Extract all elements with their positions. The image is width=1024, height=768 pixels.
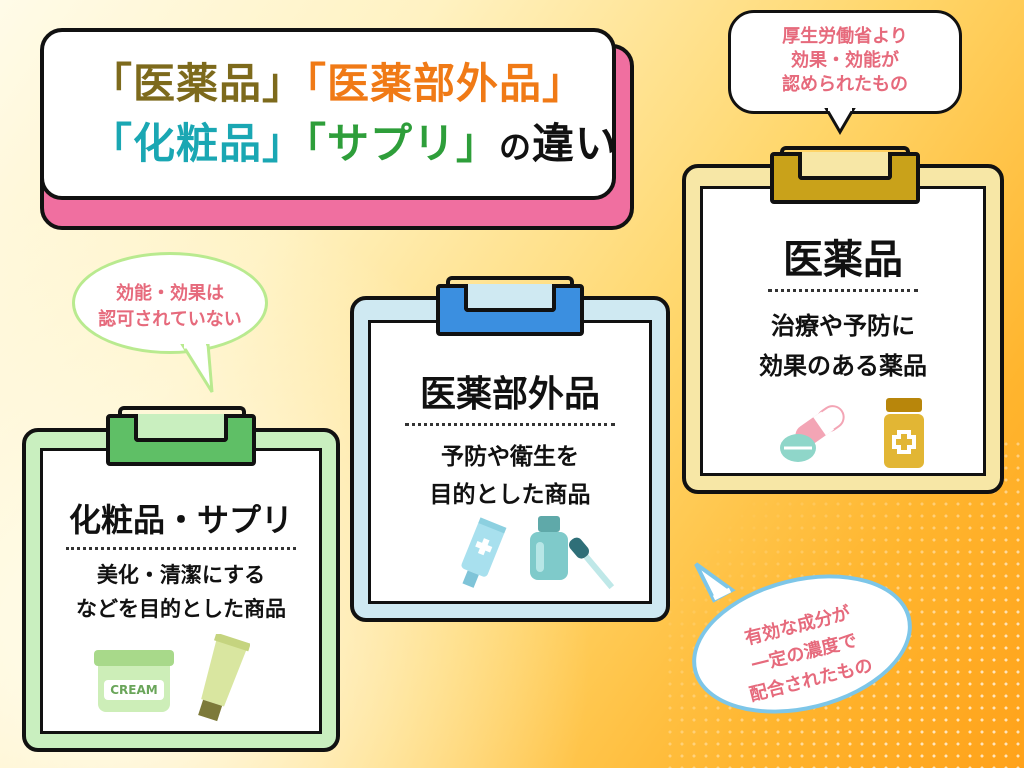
desc-pharma-line-1: 治療や予防に	[771, 312, 915, 340]
bubble-not-approved-line-2: 認可されていない	[98, 309, 242, 330]
desc-cosmetic-line-2: などを目的とした商品	[76, 597, 286, 621]
clip-cosmetic-hole	[134, 414, 228, 442]
heading-underline	[66, 547, 296, 550]
ointment-tube-icon	[461, 517, 507, 588]
bubble-approved-line-2: 効果・効能が	[791, 50, 899, 71]
desc-quasi-line-2: 目的とした商品	[429, 482, 591, 508]
heading-quasi: 医薬部外品	[419, 374, 600, 415]
desc-cosmetic: 美化・清潔にする などを目的とした商品	[43, 558, 319, 626]
desc-pharma: 治療や予防に 効果のある薬品	[703, 306, 983, 386]
title-supplement: 「サプリ」	[305, 119, 500, 168]
title-cosmetic: 「化粧品」	[90, 119, 306, 168]
bubble-concentration-tail	[694, 562, 736, 603]
heading-pharma: 医薬品	[783, 237, 903, 283]
cream-jar-icon: CREAM	[94, 650, 174, 714]
title-quasi: 「医薬部外品」	[305, 59, 586, 108]
bubble-not-approved: 効能・効果は 認可されていない	[72, 252, 268, 354]
title-particle: の	[499, 128, 533, 166]
medicine-bottle-icon	[884, 398, 924, 468]
title-card: 「医薬品」「医薬部外品」 「化粧品」「サプリ」の違い	[40, 28, 617, 200]
heading-underline	[768, 289, 918, 292]
bubble-approved-tail	[824, 108, 856, 135]
paper-quasi: 医薬部外品 予防や衛生を 目的とした商品	[368, 320, 652, 604]
paper-cosmetic: 化粧品・サプリ 美化・清潔にする などを目的とした商品	[40, 448, 322, 734]
cosmetic-tube-icon	[198, 634, 250, 722]
bubble-approved: 厚生労働省より 効果・効能が 認められたもの	[728, 10, 962, 114]
clip-pharma-hole	[798, 152, 892, 180]
dropper-bottle-icon	[530, 516, 615, 590]
title-difference: 違い	[532, 119, 619, 168]
pill-capsule-icon	[780, 405, 845, 462]
title-line-1: 「医薬品」「医薬部外品」	[90, 54, 612, 114]
desc-cosmetic-line-1: 美化・清潔にする	[96, 563, 266, 587]
bubble-approved-line-1: 厚生労働省より	[782, 26, 908, 47]
desc-pharma-line-2: 効果のある薬品	[759, 352, 927, 380]
bubble-not-approved-line-1: 効能・効果は	[116, 283, 224, 304]
desc-quasi: 予防や衛生を 目的とした商品	[371, 438, 649, 514]
cream-jar-label: CREAM	[104, 680, 164, 700]
bubble-not-approved-tail	[180, 344, 214, 393]
paper-pharma: 医薬品 治療や予防に 効果のある薬品	[700, 186, 986, 476]
bubble-approved-line-3: 認められたもの	[782, 74, 908, 95]
clip-quasi-hole	[464, 284, 556, 312]
title-line-2: 「化粧品」「サプリ」の違い	[90, 114, 617, 177]
title-pharma: 「医薬品」	[90, 59, 306, 108]
desc-quasi-line-1: 予防や衛生を	[441, 444, 579, 470]
heading-underline	[405, 423, 615, 426]
heading-cosmetic: 化粧品・サプリ	[68, 501, 293, 539]
